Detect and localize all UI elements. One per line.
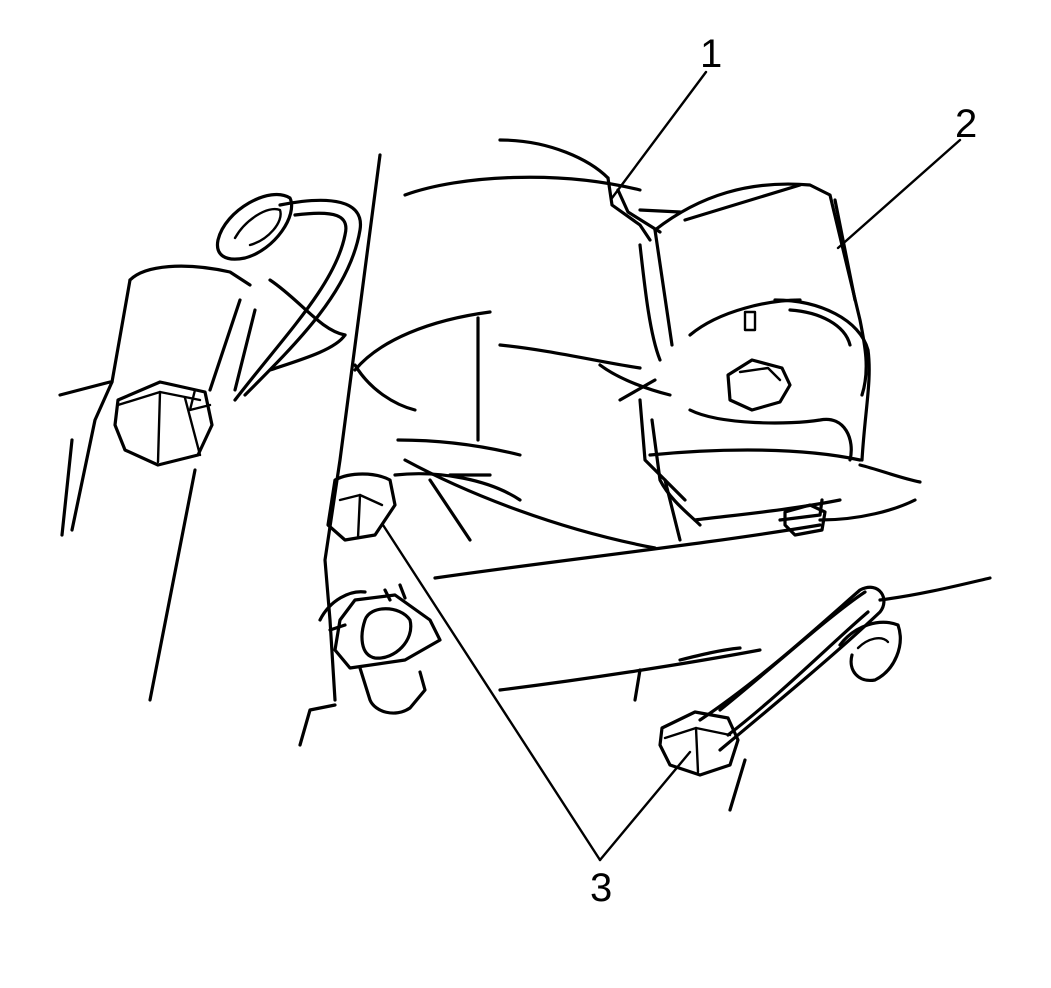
right-lower-bolt <box>658 710 740 777</box>
left-mounting-bracket <box>58 264 347 702</box>
callout-label-3: 3 <box>590 866 613 910</box>
callout-leader-lines <box>381 70 962 862</box>
callout-label-1: 1 <box>700 32 723 76</box>
center-mounting-bolt <box>326 472 397 542</box>
left-hose-clip <box>188 192 362 412</box>
left-bolt <box>113 380 214 467</box>
starter-upper-bolt <box>726 310 792 412</box>
starter-lower-bolt <box>783 503 827 537</box>
leader-line-2 <box>836 138 962 250</box>
callout-label-2: 2 <box>955 102 978 146</box>
engine-block-lower-edge <box>298 703 337 747</box>
leader-line-3b <box>598 750 692 862</box>
lower-center-clip <box>318 583 442 715</box>
right-hose-clip <box>698 585 902 752</box>
transmission-housing <box>353 175 992 812</box>
starter-motor <box>638 182 871 527</box>
engine-block-edge <box>323 153 382 702</box>
leader-line-3a <box>381 523 602 862</box>
leader-line-1 <box>610 70 708 200</box>
starter-solenoid-wire <box>498 138 682 242</box>
